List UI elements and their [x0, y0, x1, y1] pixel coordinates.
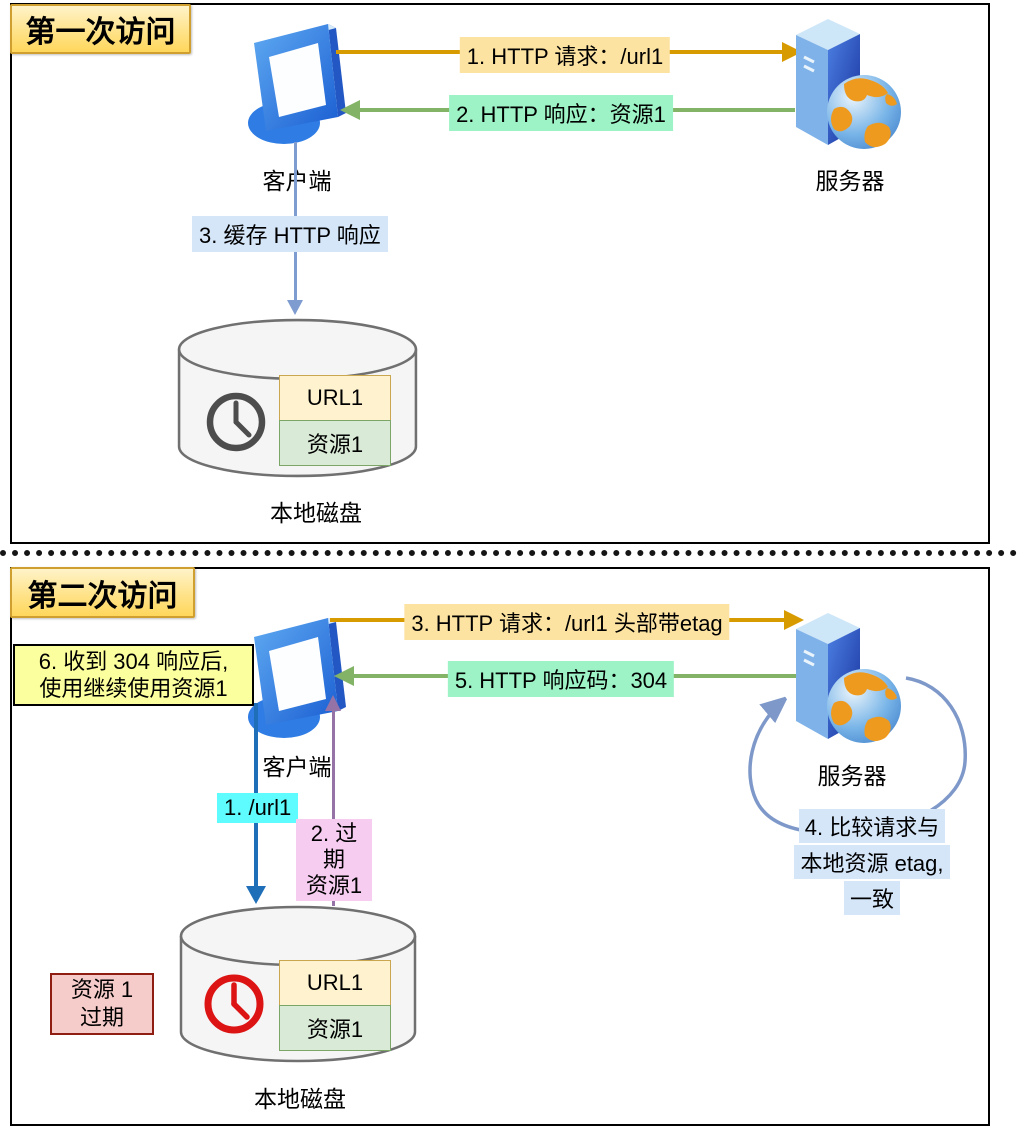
first-visit-title-text: 第一次访问	[25, 16, 176, 49]
server-label-2: 服务器	[817, 763, 887, 789]
expired-resource-box: 资源 1 过期	[50, 973, 154, 1035]
second-visit-title: 第二次访问	[10, 567, 195, 618]
disk-return-line-1: 2. 过期	[310, 821, 358, 872]
second-visit-title-text: 第二次访问	[27, 579, 178, 613]
disk-label-1: 本地磁盘	[270, 500, 362, 526]
compare-etag-label: 4. 比较请求与 本地资源 etag, 一致	[762, 808, 982, 916]
expired-line-1: 资源 1	[70, 977, 134, 1002]
server-icon-2	[796, 613, 901, 743]
note-box-304: 6. 收到 304 响应后, 使用继续使用资源1	[13, 644, 254, 706]
clock-icon-1	[206, 392, 266, 452]
cache-arrow-head	[287, 300, 303, 315]
disk-label-2: 本地磁盘	[254, 1086, 346, 1112]
disk-read-label: 1. /url1	[217, 793, 299, 823]
client-computer-icon-2	[248, 618, 346, 738]
cache-value-cell-2: 资源1	[279, 1004, 391, 1051]
response-label-2: 5. HTTP 响应码：304	[447, 661, 675, 697]
compare-line-2: 本地资源 etag,	[794, 845, 950, 879]
dotted-divider	[0, 550, 1017, 556]
server-label-1: 服务器	[815, 168, 885, 194]
request-arrow-head-2	[784, 610, 804, 630]
disk-return-line-2: 资源1	[305, 873, 363, 898]
disk-return-arrow-line	[332, 710, 335, 906]
disk-read-arrow-head	[246, 886, 266, 904]
response-label-1: 2. HTTP 响应：资源1	[449, 95, 673, 131]
cache-table-1: URL1 资源1	[279, 375, 391, 466]
note-line-1: 6. 收到 304 响应后,	[38, 649, 229, 674]
first-visit-title: 第一次访问	[10, 4, 191, 54]
server-icon-1	[796, 19, 901, 149]
response-arrow-head-1	[340, 100, 360, 120]
cache-table-2: URL1 资源1	[279, 960, 391, 1051]
cache-label: 3. 缓存 HTTP 响应	[192, 216, 388, 252]
response-arrow-head-2	[334, 666, 354, 686]
cache-value-cell-1: 资源1	[279, 419, 391, 466]
note-line-2: 使用继续使用资源1	[39, 676, 228, 701]
disk-return-arrow-head	[325, 695, 341, 711]
client-label-2: 客户端	[262, 754, 332, 780]
disk-return-label: 2. 过期 资源1	[296, 819, 372, 901]
expired-line-2: 过期	[79, 1005, 124, 1030]
cache-key-cell-2: URL1	[279, 960, 391, 1006]
cache-key-cell-1: URL1	[279, 375, 391, 421]
client-label-1: 客户端	[262, 168, 332, 194]
compare-line-3: 一致	[843, 881, 900, 915]
request-label-1: 1. HTTP 请求：/url1	[459, 37, 671, 73]
client-computer-icon	[248, 24, 346, 144]
request-label-2: 3. HTTP 请求：/url1 头部带etag	[404, 604, 730, 640]
compare-line-1: 4. 比较请求与	[798, 809, 946, 843]
clock-icon-expired	[204, 974, 264, 1034]
